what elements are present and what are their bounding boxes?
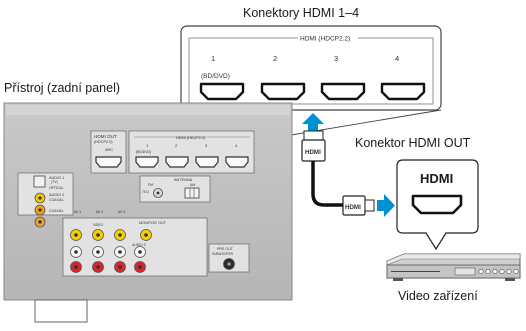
optical-port-icon bbox=[33, 175, 46, 188]
right-arrow-icon bbox=[377, 194, 395, 217]
rear-port-number-2: 2 bbox=[175, 143, 178, 148]
audio-right-jacks bbox=[70, 261, 146, 273]
rear-antenna-label: ANTENNA bbox=[174, 178, 193, 182]
hdmi-connectors-label: Konektory HDMI 1–4 bbox=[243, 6, 359, 20]
rear-port-number-1: 1 bbox=[146, 143, 149, 148]
rear-av3-label: AV 3 bbox=[118, 210, 125, 214]
rear-panel: HDMI OUT (HDCP2.2) ARC HDMI (HDCP2.2) 1 … bbox=[3, 102, 293, 323]
video-device-label: Video zařízení bbox=[398, 289, 478, 303]
rear-hdmi-in-2-icon bbox=[165, 156, 189, 168]
rear-optical-label: OPTICAL bbox=[49, 186, 64, 190]
rear-port1-sub: (BD/DVD) bbox=[136, 150, 151, 154]
rear-audio1-sub: (TV) bbox=[51, 180, 58, 184]
hdmi-port-4-icon bbox=[380, 82, 426, 101]
rear-audio2-label: AUDIO 2 bbox=[49, 193, 64, 197]
rear-fm-ohm-label: 75 Ω bbox=[142, 190, 149, 194]
rear-av1-label: AV 1 bbox=[74, 210, 81, 214]
rear-audio3-label: AUDIO 3 bbox=[132, 243, 146, 247]
hdmi-out-connector-label: Konektor HDMI OUT bbox=[355, 136, 471, 150]
port-number-3: 3 bbox=[334, 54, 338, 63]
rear-subwoofer-label: SUBWOOFER bbox=[212, 252, 234, 256]
hdmi-out-callout: HDMI bbox=[396, 159, 479, 251]
rear-hdmi-in-3-icon bbox=[195, 156, 219, 168]
callout-hdmi-label: HDMI bbox=[420, 171, 453, 186]
hdmi-port-2-icon bbox=[260, 82, 306, 101]
rear-av2-label: AV 2 bbox=[96, 210, 103, 214]
audio-left-jacks bbox=[70, 246, 146, 258]
hdmi-group-label: HDMI (HDCP2.2) bbox=[300, 36, 350, 43]
video-jacks bbox=[70, 229, 152, 241]
rear-port-number-4: 4 bbox=[235, 143, 238, 148]
callout-hdmi-port-icon bbox=[411, 194, 463, 215]
rear-coaxial-label: COAXIAL bbox=[49, 198, 64, 202]
hdmi-inputs-zoom-panel: HDMI (HDCP2.2) 1 2 3 4 (BD/DVD) bbox=[180, 25, 442, 111]
port-number-4: 4 bbox=[395, 54, 399, 63]
rear-coaxial-label-2: COAXIAL bbox=[49, 209, 64, 213]
rear-hdmi-in-4-icon bbox=[225, 156, 249, 168]
cable-plug-top-label: HDMI bbox=[305, 149, 321, 156]
video-device bbox=[386, 253, 521, 281]
hdmi-cable: HDMI HDMI bbox=[301, 113, 395, 217]
rear-audio1-label: AUDIO 1 bbox=[49, 176, 64, 180]
port-number-2: 2 bbox=[273, 54, 277, 63]
rear-am-label: AM bbox=[190, 183, 195, 187]
device-rear-label: Přístroj (zadní panel) bbox=[4, 81, 120, 95]
rear-hdmi-out-label: HDMI OUT bbox=[94, 134, 117, 139]
rear-hdmi-out-sub: (HDCP2.2) bbox=[94, 140, 113, 144]
rear-video-label: VIDEO bbox=[93, 223, 103, 227]
rear-fm-label: FM bbox=[148, 183, 153, 187]
rear-pre-out-label: PRE OUT bbox=[217, 247, 234, 251]
am-antenna-terminal-icon bbox=[184, 187, 200, 199]
cable-plug-side-label: HDMI bbox=[345, 204, 361, 211]
rear-port-number-3: 3 bbox=[205, 143, 208, 148]
hdmi-port-3-icon bbox=[320, 82, 366, 101]
rear-hdmi-out-port-icon bbox=[95, 156, 122, 168]
hdmi-port-1-icon bbox=[199, 82, 245, 101]
rear-arc-label: ARC bbox=[105, 148, 113, 152]
up-arrow-icon bbox=[302, 113, 324, 131]
rear-hdmi-in-1-icon bbox=[135, 156, 159, 168]
port1-sub-label: (BD/DVD) bbox=[201, 73, 230, 80]
rear-hdmi-group-label: HDMI (HDCP2.2) bbox=[176, 136, 206, 140]
port-number-1: 1 bbox=[211, 54, 215, 63]
rear-monitor-out-label: MONITOR OUT bbox=[139, 221, 167, 225]
